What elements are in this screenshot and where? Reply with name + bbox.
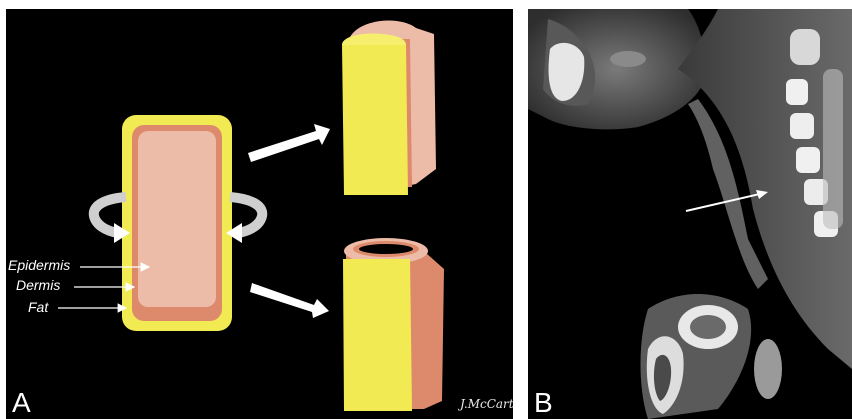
skin-graft-diagram [6,9,513,419]
panel-b: B [528,9,852,419]
panel-a: Epidermis Dermis Fat A J.McCarty [6,9,513,419]
panel-b-letter: B [534,389,553,417]
dermis-label: Dermis [16,277,60,293]
lower-right-arrow [250,283,329,318]
lower-rolled-graft [343,238,444,411]
upper-rolled-graft [342,21,436,195]
ct-neck-image [528,9,852,419]
illustrator-signature: J.McCarty [460,397,513,411]
fat-label: Fat [28,299,48,315]
flat-skin-layers [122,115,232,331]
epidermis-layer [138,131,216,307]
upper-right-arrow [248,124,330,162]
panel-a-letter: A [12,389,31,417]
epidermis-label: Epidermis [8,257,70,273]
